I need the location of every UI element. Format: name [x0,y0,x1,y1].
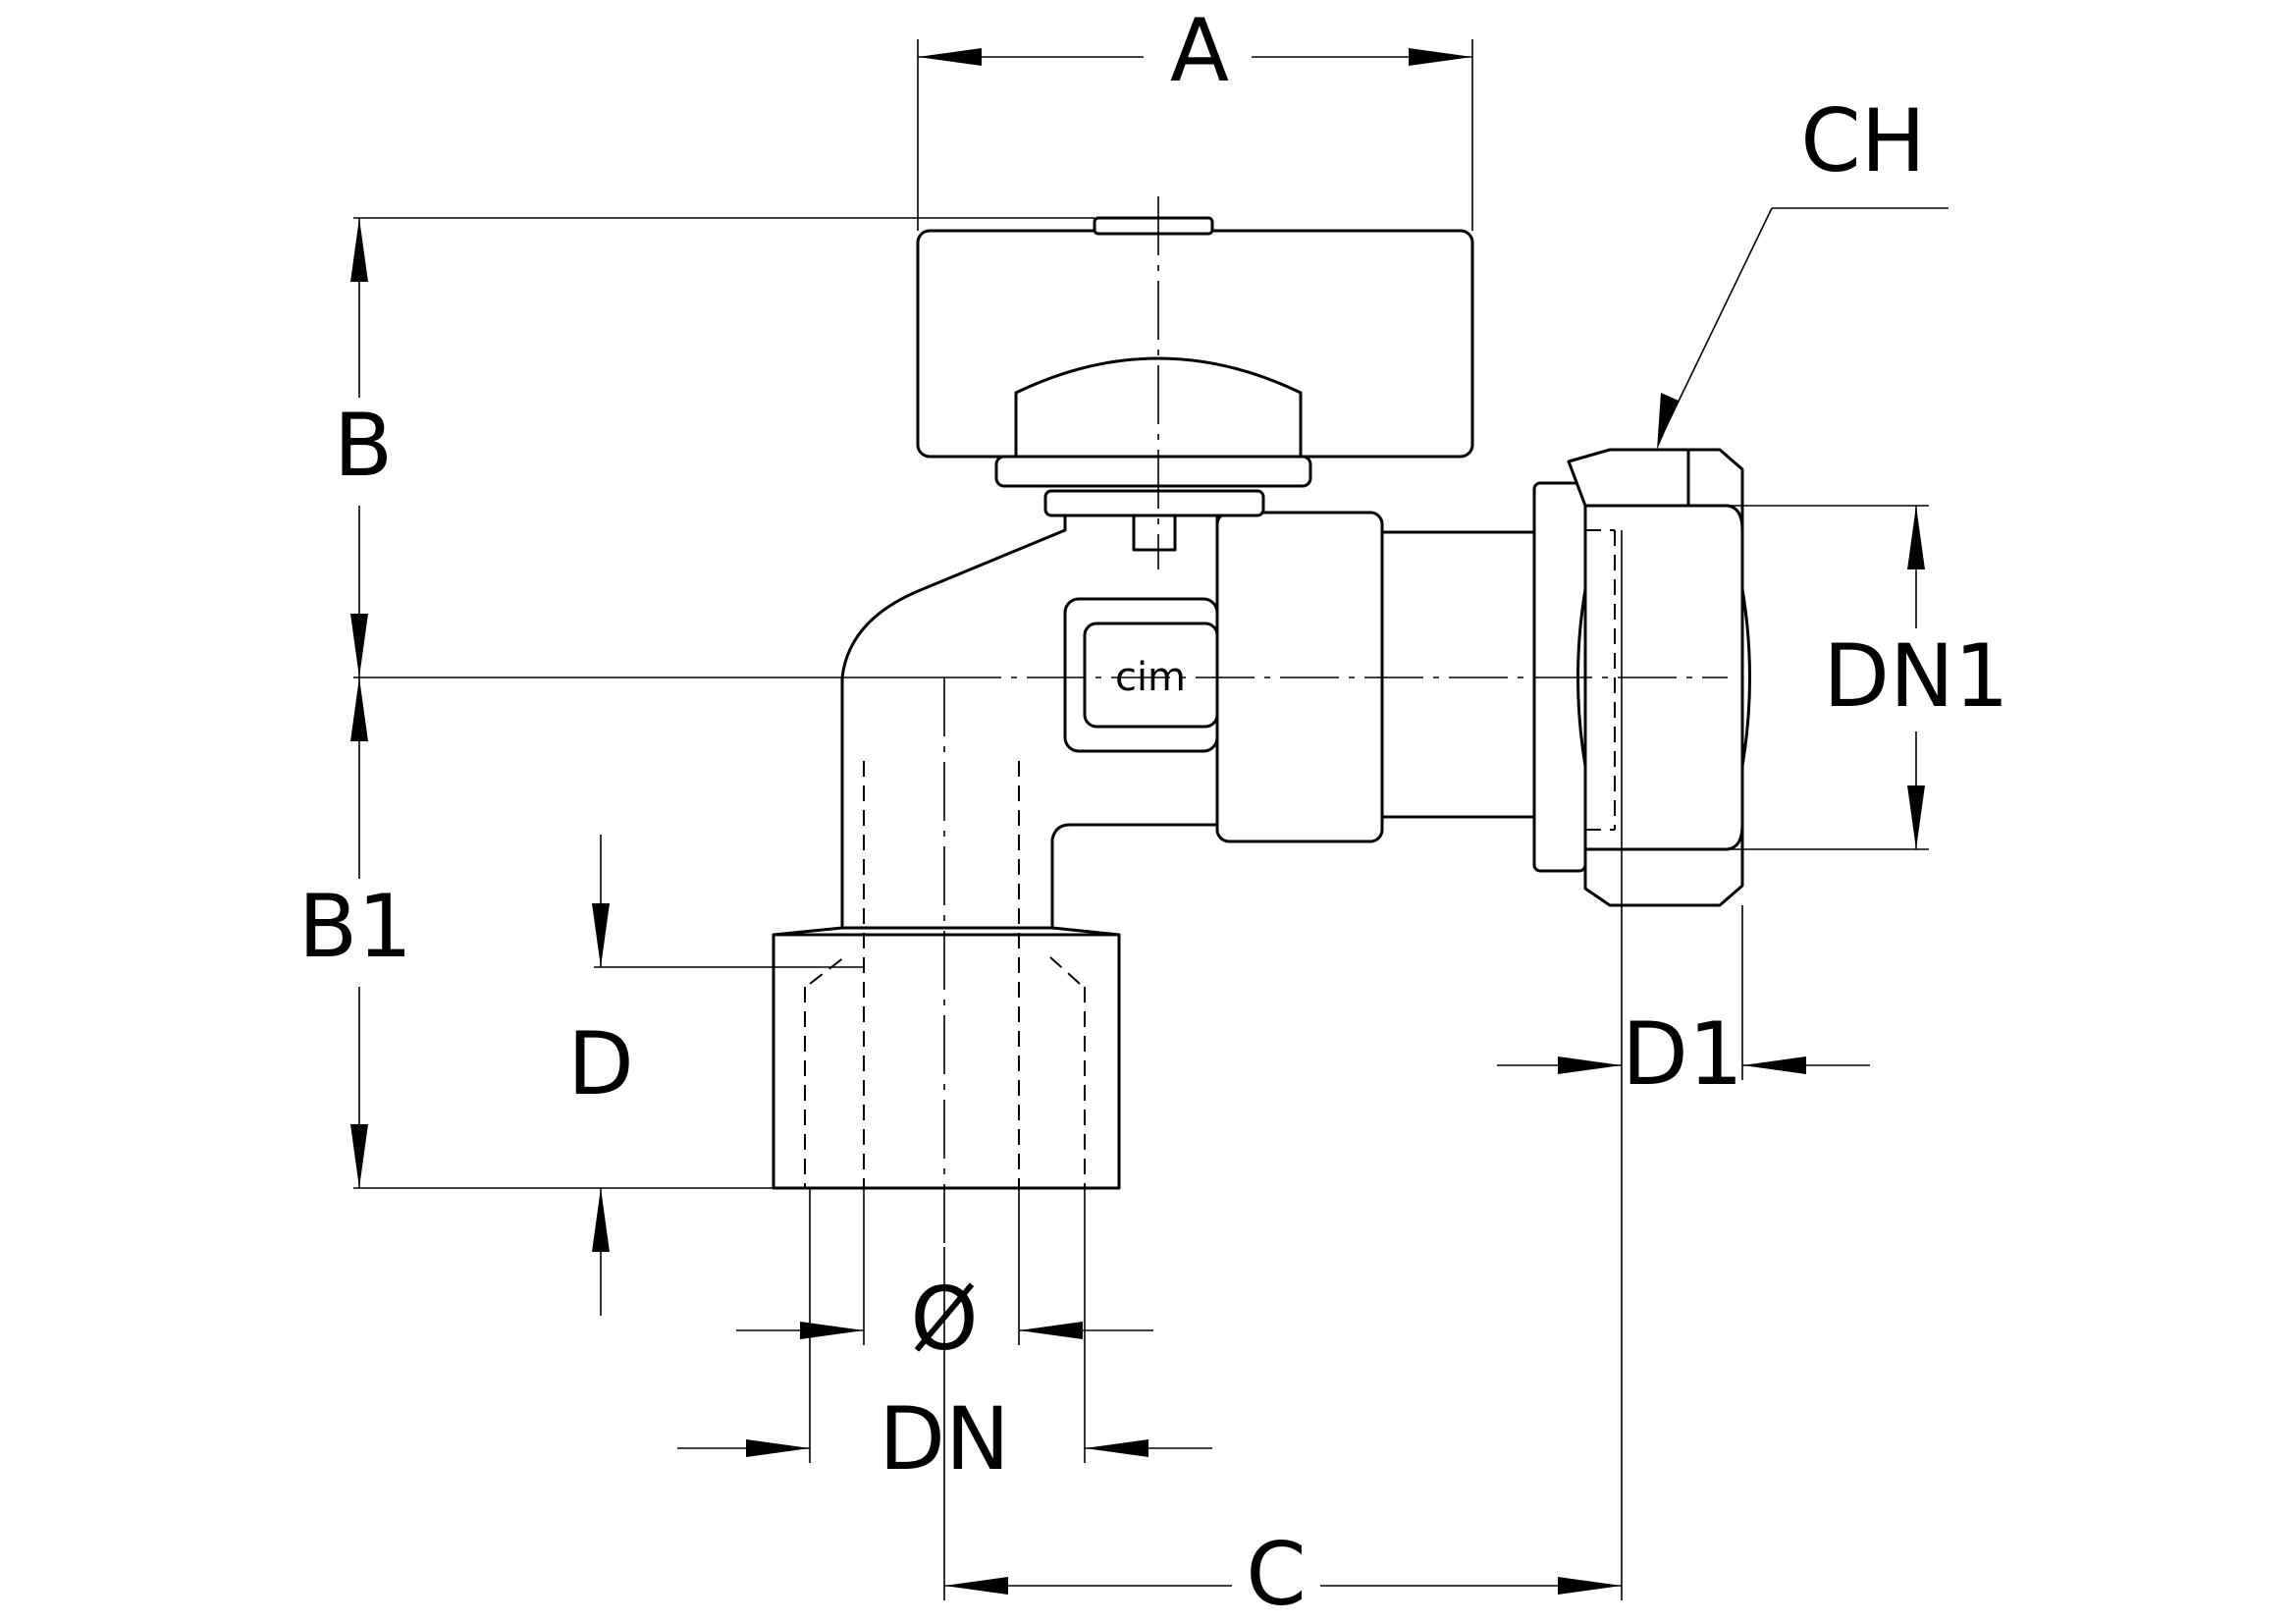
dim-label-DN1: DN1 [1823,625,2009,727]
dim-label-C: C [1246,1524,1306,1624]
handle [916,216,1474,488]
lower-socket [772,926,1121,937]
dim-label-D1: D1 [1622,1003,1743,1105]
tail-pipe [1380,530,1536,819]
handle-top-knob [1093,216,1214,236]
dimensions: A B B1 D Ø [294,0,2009,1624]
dim-label-D: D [567,1013,634,1114]
handle-base [994,455,1312,488]
dim-label-CH: CH [1800,90,1926,191]
dim-label-B1: B1 [298,876,412,977]
valve-body: cim [772,448,1751,1190]
dim-label-A: A [1170,0,1229,101]
nut-tab [1567,448,1690,508]
dim-label-B: B [334,395,393,496]
center-lines [942,196,1728,1247]
hidden-lines [804,529,1616,1188]
logo-plate-inner [1083,622,1219,729]
stem-collar [1043,489,1265,517]
